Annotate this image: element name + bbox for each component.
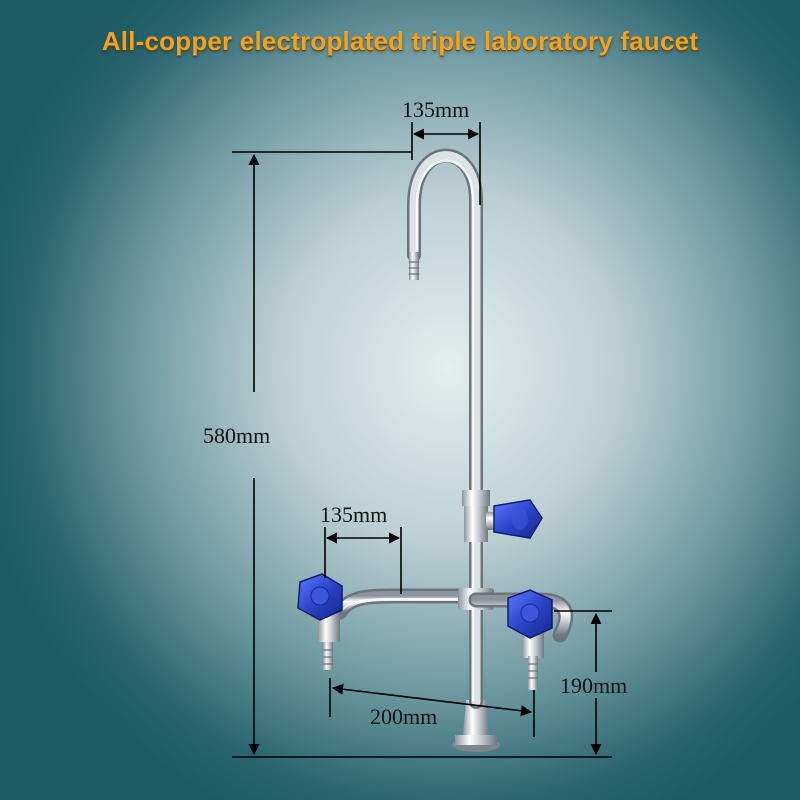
- left-valve: [318, 612, 340, 670]
- total-height-label: 580mm: [203, 423, 271, 448]
- left-handle-knob[interactable]: [297, 573, 343, 621]
- dimension-lines: [232, 122, 612, 758]
- right-handle-knob[interactable]: [507, 589, 553, 639]
- page-title: All-copper electroplated triple laborato…: [101, 26, 699, 56]
- upper-handle-knob[interactable]: [493, 499, 543, 539]
- side-outlet-height-label: 190mm: [560, 673, 628, 698]
- outlet-spacing-label: 200mm: [370, 704, 438, 729]
- side-arm-width-label: 135mm: [320, 502, 388, 527]
- spout-reach-label: 135mm: [402, 97, 470, 122]
- gooseneck-spout: [407, 148, 483, 709]
